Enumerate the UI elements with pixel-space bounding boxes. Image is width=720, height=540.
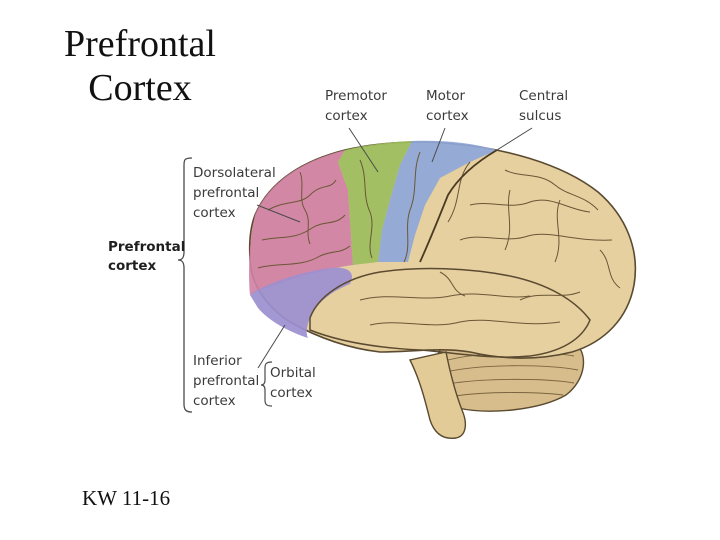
temporal-lobe-outline <box>309 267 591 358</box>
brainstem <box>408 351 467 439</box>
label-central-line-1: Central <box>519 88 569 104</box>
region-premotor-cortex <box>338 141 412 265</box>
leader-lines <box>256 127 533 369</box>
prefrontal-bracket <box>177 157 193 413</box>
title-line-2: Cortex <box>88 67 192 109</box>
label-dorsolateral-line-1: Dorsolateral <box>193 165 276 181</box>
label-dorsolateral-line-3: cortex <box>193 205 236 221</box>
label-prefrontal-cortex: Prefrontal cortex <box>108 238 185 276</box>
label-central-line-2: sulcus <box>519 108 562 124</box>
title-line-1: Prefrontal <box>64 23 216 65</box>
label-central-sulcus: Central sulcus <box>519 86 568 126</box>
label-prefrontal-line-2: cortex <box>108 258 157 274</box>
label-premotor-cortex: Premotor cortex <box>325 86 387 126</box>
label-motor-line-1: Motor <box>426 88 466 104</box>
label-inferior-line-1: Inferior <box>193 353 242 369</box>
slide-title: Prefrontal Cortex <box>30 22 250 110</box>
label-motor-cortex: Motor cortex <box>426 86 469 126</box>
label-orbital-line-1: Orbital <box>270 365 316 381</box>
label-orbital-cortex: Orbital cortex <box>270 363 316 403</box>
label-motor-line-2: cortex <box>426 108 469 124</box>
label-inferior-line-3: cortex <box>193 393 236 409</box>
gyri-lines <box>257 151 621 326</box>
label-prefrontal-line-1: Prefrontal <box>108 239 186 255</box>
orbital-bracket <box>260 361 273 407</box>
label-dorsolateral-line-2: prefrontal <box>193 185 260 201</box>
label-dorsolateral-prefrontal: Dorsolateral prefrontal cortex <box>193 163 276 223</box>
region-inferior-prefrontal <box>250 267 352 338</box>
slide-footer: KW 11-16 <box>82 486 171 510</box>
label-inferior-prefrontal: Inferior prefrontal cortex <box>193 351 259 411</box>
label-premotor-line-1: Premotor <box>325 88 387 104</box>
central-sulcus-line <box>419 149 498 263</box>
label-inferior-line-2: prefrontal <box>193 373 260 389</box>
label-orbital-line-2: cortex <box>270 385 313 401</box>
label-premotor-line-2: cortex <box>325 108 368 124</box>
